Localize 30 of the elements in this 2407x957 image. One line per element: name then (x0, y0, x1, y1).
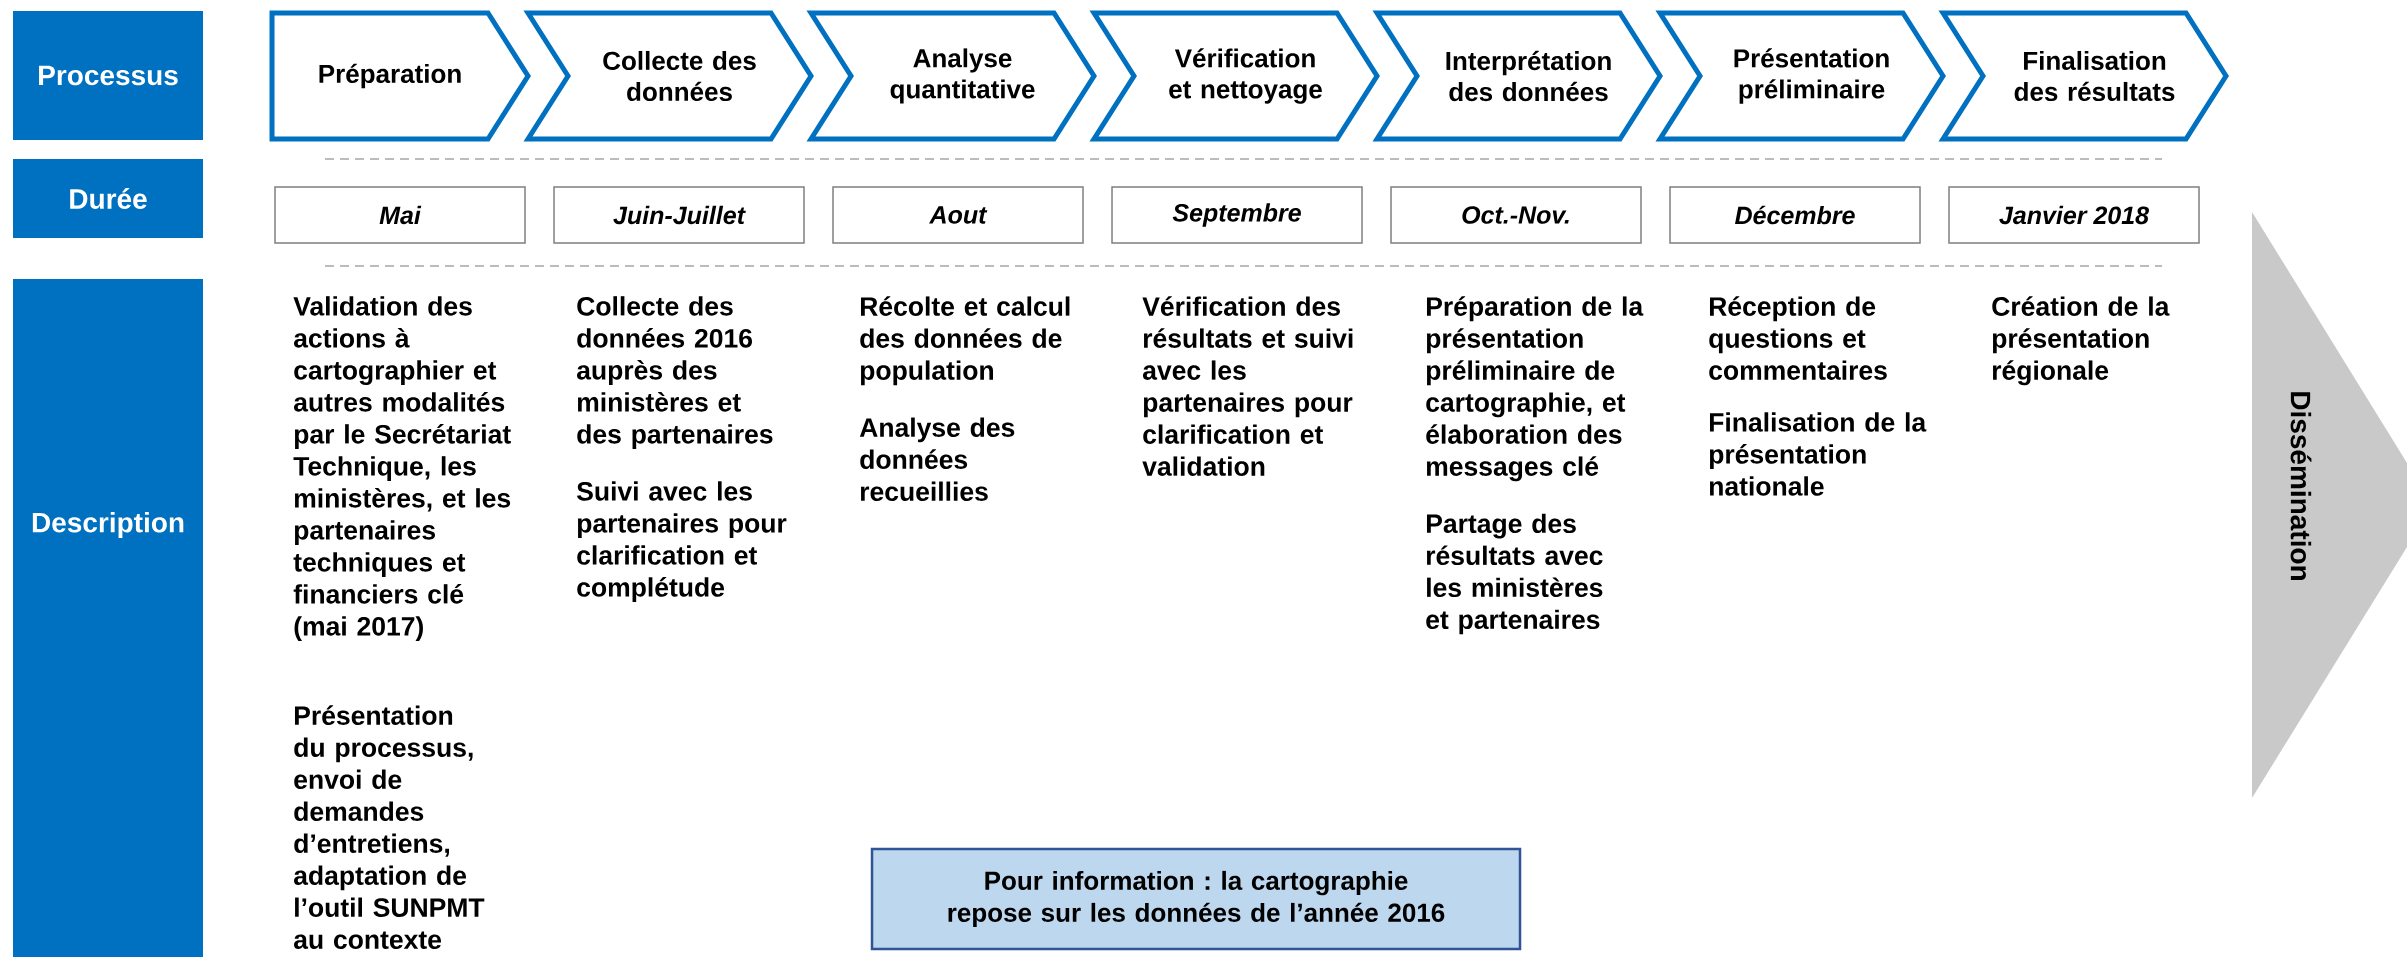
process-step: Collecte des données (523, 10, 814, 142)
duration-box: Oct.-Nov. (1390, 186, 1642, 244)
description-text: Réception de questions et commentaires (1709, 296, 1887, 380)
process-step: Vérification et nettoyage (1089, 10, 1380, 142)
description-text: Collecte des données 2016 auprès des ministères et des partenaires (577, 296, 773, 449)
description-text: Préparation de la présentation préliminaire de cartographie, et élaboration des messages clé (1426, 296, 1644, 482)
description-text: Partage des résultats avec les ministères et partenaires (1426, 513, 1603, 635)
row-label: Description (13, 279, 203, 957)
description-text: Vérification des résultats et suivi avec les partenaires pour clarification et validation (1142, 296, 1353, 476)
description-text: Création de la présentation régionale (1992, 296, 2170, 386)
duration-box: Janvier 2018 (1948, 186, 2200, 244)
process-step: Finalisation des résultats (1938, 10, 2229, 142)
duration-box: Septembre (1111, 186, 1363, 244)
description-text: Finalisation de la présentation nationale (1709, 412, 1927, 496)
process-step: Présentation préliminaire (1655, 10, 1946, 142)
description-text: Récolte et calcul des données de population (860, 296, 1070, 386)
row-label: Processus (13, 11, 203, 140)
process-step: Interprétation des données (1372, 10, 1663, 142)
description-text: Validation des actions à cartographier et autres modalités par le Secrétariat Technique, les ministères, et les partenaires techniques et financiers clé (mai 2017) (293, 296, 511, 641)
process-step: Analyse quantitative (806, 10, 1097, 142)
description-text: Présentation du processus, envoi de demandes d’entretiens, adaptation de l’outil SUNPMT au contexte (294, 705, 485, 949)
duration-box: Juin-Juillet (553, 186, 805, 244)
description-text: Suivi avec les partenaires pour clarification et complétude (577, 481, 787, 602)
duration-box: Aout (832, 186, 1084, 244)
row-label: Durée (13, 159, 203, 238)
duration-box: Décembre (1669, 186, 1921, 244)
duration-box: Mai (274, 186, 526, 244)
description-text: Analyse des données recueillies (859, 417, 1015, 501)
note-box: Pour information : la cartographie repose sur les données de l’année 2016 (870, 847, 1522, 951)
process-step: Préparation (269, 10, 531, 142)
